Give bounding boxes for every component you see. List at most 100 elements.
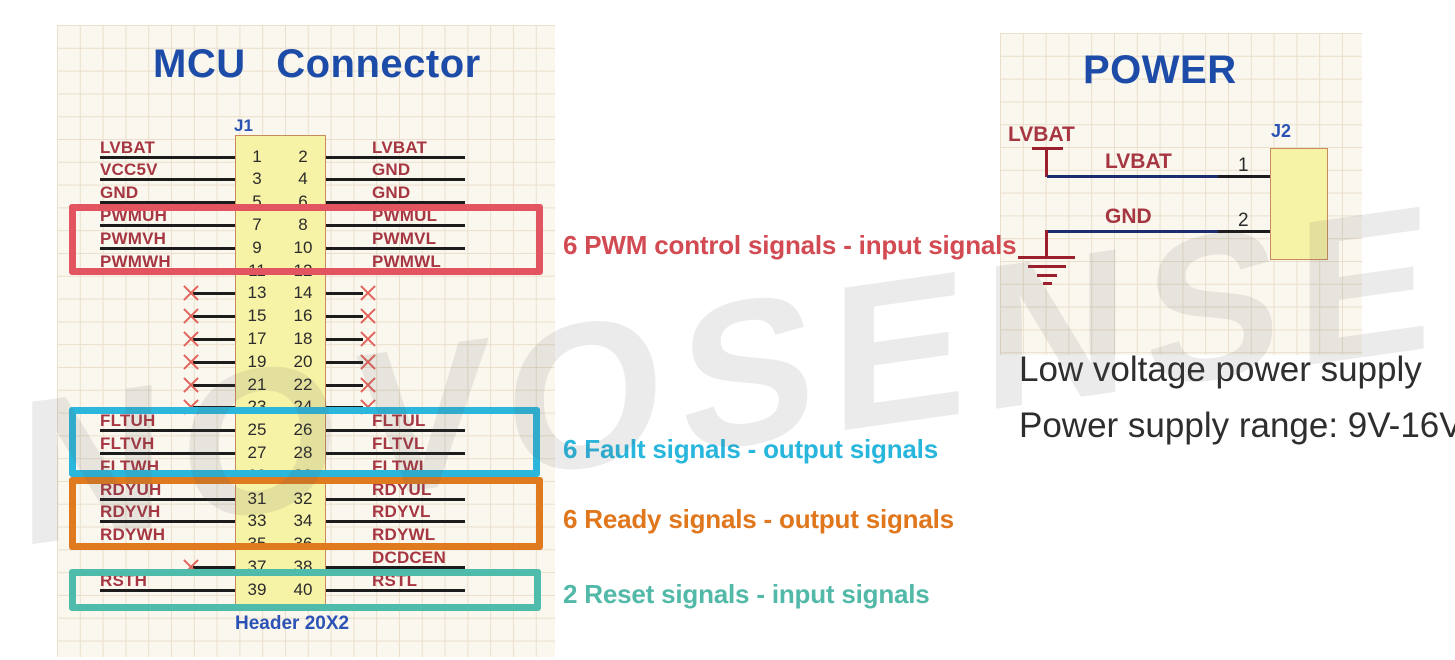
pin-number-right: 10: [293, 237, 313, 257]
reset-annotation: 2 Reset signals - input signals: [563, 579, 930, 609]
net-label-right: PWMVL: [372, 228, 437, 248]
no-connect-icon: [359, 284, 377, 302]
net-label-left: FLTVH: [100, 433, 155, 453]
pin-wire-left-nc: [193, 565, 235, 569]
pin-number-right: 6: [298, 192, 308, 212]
pwm-annotation: 6 PWM control signals - input signals: [563, 230, 1017, 260]
pin-number-left: 33: [247, 511, 267, 531]
pin-wire-right: [326, 246, 465, 250]
net-label-left: PWMWH: [100, 251, 171, 271]
no-connect-icon: [359, 353, 377, 371]
pin-number-left: 25: [247, 420, 267, 440]
power-note-line1: Low voltage power supply: [1019, 350, 1422, 389]
j1-designator: J1: [234, 116, 253, 135]
pin-wire-right: [326, 429, 465, 433]
no-connect-icon: [182, 376, 200, 394]
net-label-left: RDYWH: [100, 525, 166, 545]
mcu-connector-title: MCU Connector: [153, 42, 481, 86]
pin-number-right: 40: [293, 579, 313, 599]
pin-number-left: 31: [247, 488, 267, 508]
pwm-highlight-box: [69, 204, 543, 275]
net-label-right: RDYUL: [372, 479, 432, 499]
pin-wire-left: [100, 155, 235, 159]
ground-icon-bar4: [1043, 282, 1052, 285]
pin-wire-left: [100, 451, 235, 455]
pin-number-left: 7: [252, 214, 262, 234]
lvbat-net-label: LVBAT: [1105, 150, 1172, 173]
j2-pin2-stub: [1218, 230, 1270, 233]
pin-wire-left: [100, 520, 235, 524]
net-label-left: FLTUH: [100, 411, 156, 431]
power-title: POWER: [1083, 48, 1237, 92]
no-connect-icon: [359, 307, 377, 325]
net-label-left: VCC5V: [100, 160, 158, 180]
pin-wire-right-nc: [326, 315, 363, 319]
pin-number-right: 22: [293, 374, 313, 394]
net-label-left: GND: [100, 183, 139, 203]
ground-icon-bar2: [1028, 265, 1066, 268]
lvbat-net-wire: [1047, 175, 1218, 178]
pin-wire-left-nc: [193, 383, 235, 387]
pin-wire-left: [100, 223, 235, 227]
no-connect-icon: [182, 307, 200, 325]
pin-wire-right-nc: [326, 383, 363, 387]
reset-highlight-box: [69, 569, 541, 611]
no-connect-icon: [359, 376, 377, 394]
pin-wire-right: [326, 565, 465, 569]
pin-wire-right-nc: [326, 337, 363, 341]
pin-number-left: 17: [247, 328, 267, 348]
pin-wire-right: [326, 155, 465, 159]
pin-wire-left: [100, 497, 235, 501]
pin-number-right: 18: [293, 328, 313, 348]
pin-wire-right: [326, 178, 465, 182]
pin-number-right: 32: [293, 488, 313, 508]
pin-wire-left: [100, 246, 235, 250]
pin-wire-right-nc: [326, 292, 363, 296]
pin-number-left: 9: [252, 237, 262, 257]
no-connect-icon: [182, 284, 200, 302]
pin-number-left: 13: [247, 283, 267, 303]
no-connect-icon: [182, 353, 200, 371]
pin-number-right: 4: [298, 169, 308, 189]
power-flag-stem: [1045, 147, 1048, 177]
net-label-right: LVBAT: [372, 137, 428, 157]
pin-wire-right-nc: [326, 360, 363, 364]
pin-number-left: 15: [247, 306, 267, 326]
pin-wire-left-nc: [193, 315, 235, 319]
footprint-label: Header 20X2: [235, 613, 350, 634]
pin-wire-left: [100, 201, 235, 205]
pin-number-left: 27: [247, 442, 267, 462]
fault-annotation: 6 Fault signals - output signals: [563, 434, 938, 464]
pin-wire-right: [326, 451, 465, 455]
pin-number-right: 16: [293, 306, 313, 326]
ready-highlight-box: [69, 477, 543, 550]
net-label-right: RDYWL: [372, 525, 436, 545]
net-label-right: DCDCEN: [372, 547, 446, 567]
no-connect-icon: [359, 330, 377, 348]
net-label-left: PWMUH: [100, 205, 168, 225]
pin-number-right: 26: [293, 420, 313, 440]
ready-annotation: 6 Ready signals - output signals: [563, 504, 954, 534]
pin-wire-right: [326, 588, 465, 592]
pin-wire-left-nc: [193, 337, 235, 341]
net-label-left: PWMVH: [100, 228, 167, 248]
ground-icon-bar3: [1037, 274, 1057, 277]
net-label-right: GND: [372, 183, 411, 203]
j2-connector-body: [1270, 148, 1328, 260]
no-connect-icon: [182, 330, 200, 348]
net-label-right: GND: [372, 160, 411, 180]
net-label-left: LVBAT: [100, 137, 156, 157]
ground-icon-stem: [1045, 230, 1048, 258]
net-label-right: FLTVL: [372, 433, 425, 453]
power-flag-label: LVBAT: [1008, 123, 1075, 146]
pin-number-right: 14: [293, 283, 313, 303]
net-label-left: RDYVH: [100, 502, 161, 522]
pin-number-right: 8: [298, 214, 308, 234]
pin-number-left: 5: [252, 192, 262, 212]
pin-number-left: 3: [252, 169, 262, 189]
pin-number-left: 21: [247, 374, 267, 394]
j2-pin1-stub: [1218, 175, 1270, 178]
j1-connector-body: [235, 135, 326, 610]
gnd-net-label: GND: [1105, 205, 1152, 228]
